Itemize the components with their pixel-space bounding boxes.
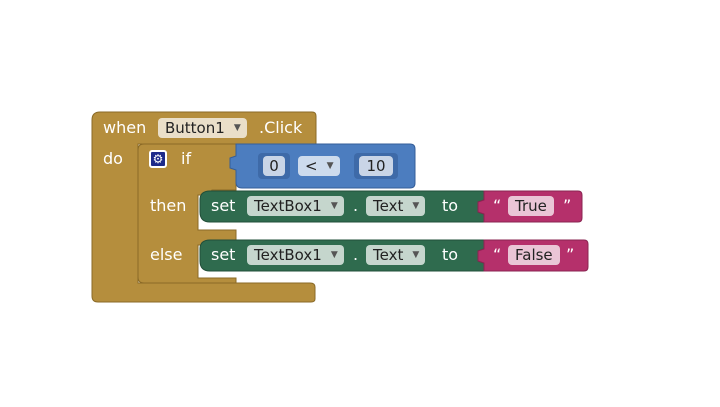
dropdown-arrow-icon: ▼ (412, 250, 420, 260)
set-keyword: set (211, 245, 236, 264)
dot-separator: . (353, 245, 359, 264)
event-name: .Click (259, 118, 303, 137)
dropdown-arrow-icon: ▼ (326, 161, 334, 171)
number-field-right[interactable]: 10 (359, 156, 393, 176)
dot-separator: . (353, 196, 359, 215)
gear-icon[interactable]: ⚙ (149, 150, 167, 168)
else-keyword: else (150, 245, 183, 264)
number-field-left[interactable]: 0 (263, 156, 285, 176)
event-block-shape[interactable] (91, 111, 317, 303)
component-name: TextBox1 (254, 246, 322, 264)
component-dropdown-textbox1[interactable]: TextBox1 ▼ (247, 196, 344, 216)
to-keyword: to (442, 196, 459, 215)
component-dropdown-button1[interactable]: Button1 ▼ (158, 118, 247, 138)
when-keyword: when (103, 118, 147, 137)
component-name: Button1 (165, 119, 225, 137)
dropdown-arrow-icon: ▼ (412, 201, 420, 211)
dropdown-arrow-icon: ▼ (330, 201, 338, 211)
property-name: Text (373, 246, 404, 264)
component-dropdown-textbox1[interactable]: TextBox1 ▼ (247, 245, 344, 265)
to-keyword: to (442, 245, 459, 264)
dropdown-arrow-icon: ▼ (233, 123, 241, 133)
property-dropdown-text[interactable]: Text ▼ (366, 245, 426, 265)
open-quote: “ (493, 245, 502, 264)
string-field-true[interactable]: True (508, 196, 554, 216)
close-quote: ” (563, 196, 572, 215)
operator-dropdown[interactable]: < ▼ (298, 156, 340, 176)
property-dropdown-text[interactable]: Text ▼ (366, 196, 426, 216)
set-keyword: set (211, 196, 236, 215)
then-keyword: then (150, 196, 187, 215)
property-name: Text (373, 197, 404, 215)
open-quote: “ (493, 196, 502, 215)
if-block-shape[interactable] (137, 143, 237, 284)
component-name: TextBox1 (254, 197, 322, 215)
close-quote: ” (566, 245, 575, 264)
if-keyword: if (181, 149, 192, 168)
do-keyword: do (103, 149, 123, 168)
dropdown-arrow-icon: ▼ (330, 250, 338, 260)
string-field-false[interactable]: False (508, 245, 560, 265)
operator-label: < (305, 157, 318, 175)
